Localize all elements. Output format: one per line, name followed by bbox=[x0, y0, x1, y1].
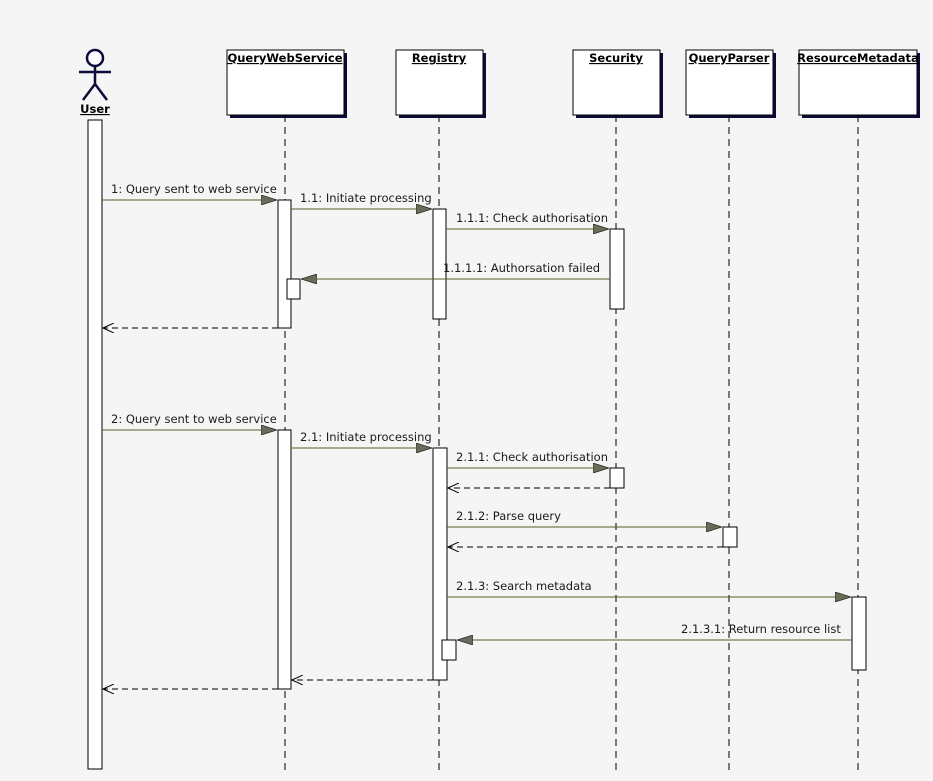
message-label: 2.1.3.1: Return resource list bbox=[681, 622, 841, 636]
lifeline-name: QueryWebService bbox=[227, 51, 342, 65]
message-label: 2.1.1: Check authorisation bbox=[456, 450, 608, 464]
activation-bar-registry-2-nested bbox=[441, 639, 457, 661]
lifeline-header-queryparser[interactable]: QueryParser bbox=[685, 49, 776, 118]
actor-label: User bbox=[80, 102, 110, 116]
lifeline-name: QueryParser bbox=[689, 51, 770, 65]
lifeline-header-security[interactable]: Security bbox=[572, 49, 663, 118]
activation-bar-querywebservice-1 bbox=[277, 199, 292, 329]
message-label: 2.1.3: Search metadata bbox=[456, 579, 592, 593]
lifeline-header-resourcemetadata[interactable]: ResourceMetadata bbox=[797, 49, 920, 118]
lifeline-name: Registry bbox=[412, 51, 467, 65]
activation-bar-registry-2 bbox=[432, 447, 448, 681]
activation-bar-user bbox=[87, 119, 103, 770]
activation-bar-resourcemetadata bbox=[851, 596, 867, 671]
lifeline-header-registry[interactable]: Registry bbox=[395, 49, 486, 118]
message-label: 1.1.1: Check authorisation bbox=[456, 211, 608, 225]
actor-user[interactable]: User bbox=[79, 48, 111, 116]
message-label: 1.1: Initiate processing bbox=[300, 191, 432, 205]
activation-bar-security-1 bbox=[609, 228, 625, 310]
activation-bar-querywebservice-1-nested bbox=[286, 278, 301, 300]
activation-bar-security-2 bbox=[609, 467, 625, 489]
lifeline-name: ResourceMetadata bbox=[797, 51, 919, 65]
lifeline-name: Security bbox=[589, 51, 643, 65]
message-label: 2.1.2: Parse query bbox=[456, 509, 561, 523]
message-label: 1.1.1.1: Authorsation failed bbox=[443, 261, 600, 275]
message-label: 2: Query sent to web service bbox=[111, 412, 277, 426]
message-label: 2.1: Initiate processing bbox=[300, 430, 432, 444]
message-label: 1: Query sent to web service bbox=[111, 182, 277, 196]
lifeline-header-querywebservice[interactable]: QueryWebService bbox=[226, 49, 347, 118]
activation-bar-registry-1 bbox=[432, 208, 447, 320]
activation-bar-queryparser bbox=[722, 526, 738, 548]
actor-stick-figure-icon bbox=[79, 48, 111, 101]
activation-bar-querywebservice-2 bbox=[277, 429, 292, 690]
